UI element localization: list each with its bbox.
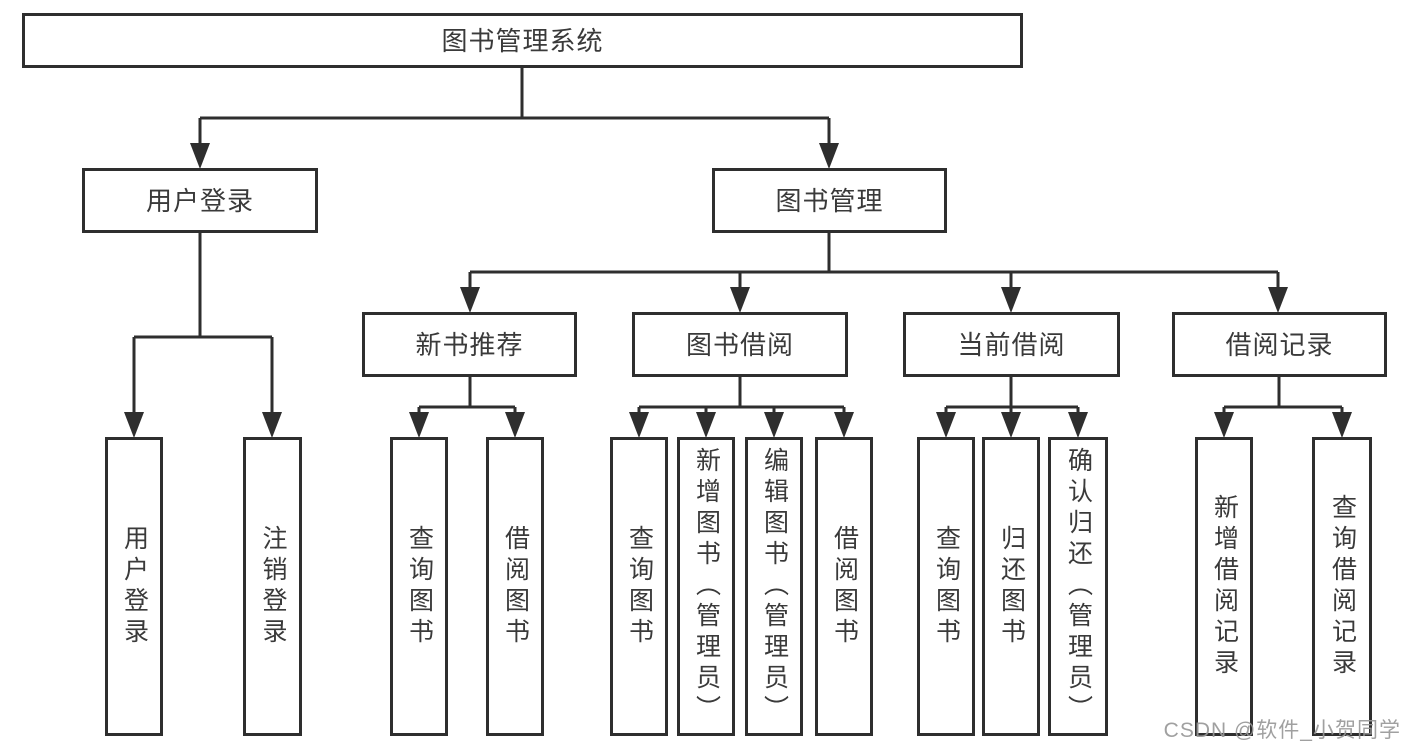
leaf-label: 归还图书 — [997, 524, 1026, 649]
leaf-logout: 注销登录 — [243, 437, 302, 736]
leaf-label: 查询图书 — [625, 524, 654, 649]
node-label: 当前借阅 — [957, 329, 1066, 360]
node-label: 借阅记录 — [1225, 329, 1334, 360]
leaf-label: 新增图书（管理员） — [692, 447, 721, 726]
leaf-label: 注销登录 — [259, 524, 287, 649]
leaf-query-books-borrowing: 查询图书 — [610, 437, 668, 736]
node-label: 用户登录 — [145, 185, 254, 216]
node-label: 图书管理 — [775, 185, 884, 216]
connector-book-borrowing — [629, 377, 854, 438]
connector-borrowing-records — [1214, 377, 1352, 438]
node-book-management: 图书管理 — [712, 168, 947, 233]
node-current-borrowing: 当前借阅 — [903, 312, 1120, 377]
leaf-query-books-current: 查询图书 — [917, 437, 975, 736]
leaf-label: 查询图书 — [932, 524, 961, 649]
connector-book-management — [460, 233, 1288, 313]
leaf-add-borrow-record: 新增借阅记录 — [1195, 437, 1253, 736]
leaf-add-book-admin: 新增图书（管理员） — [677, 437, 735, 736]
node-borrowing-records: 借阅记录 — [1172, 312, 1387, 377]
leaf-user-login: 用户登录 — [105, 437, 163, 736]
node-library-management-system: 图书管理系统 — [22, 13, 1023, 68]
node-label: 新书推荐 — [415, 329, 524, 360]
leaf-borrow-books-borrowing: 借阅图书 — [815, 437, 873, 736]
connector-root — [190, 68, 839, 169]
leaf-label: 确认归还（管理员） — [1064, 447, 1093, 726]
leaf-label: 用户登录 — [120, 524, 149, 649]
connector-new-book-recommend — [409, 377, 525, 438]
leaf-label: 新增借阅记录 — [1210, 493, 1239, 680]
node-new-book-recommend: 新书推荐 — [362, 312, 577, 377]
leaf-label: 查询借阅记录 — [1328, 493, 1357, 680]
node-label: 图书借阅 — [685, 329, 794, 360]
csdn-watermark: CSDN @软件_小贺同学 — [1163, 719, 1401, 742]
leaf-return-books: 归还图书 — [982, 437, 1040, 736]
leaf-label: 借阅图书 — [501, 524, 530, 649]
leaf-query-borrow-record: 查询借阅记录 — [1312, 437, 1372, 736]
node-book-borrowing: 图书借阅 — [632, 312, 848, 377]
leaf-borrow-books-recommend: 借阅图书 — [486, 437, 544, 736]
leaf-edit-book-admin: 编辑图书（管理员） — [745, 437, 803, 736]
node-user-login: 用户登录 — [82, 168, 318, 233]
leaf-label: 编辑图书（管理员） — [760, 447, 789, 726]
connector-current-borrowing — [936, 377, 1088, 438]
connector-user-login — [124, 233, 282, 438]
leaf-query-books-recommend: 查询图书 — [390, 437, 448, 736]
leaf-label: 借阅图书 — [830, 524, 859, 649]
leaf-label: 查询图书 — [405, 524, 434, 649]
node-label: 图书管理系统 — [441, 25, 604, 56]
leaf-confirm-return-admin: 确认归还（管理员） — [1048, 437, 1108, 736]
